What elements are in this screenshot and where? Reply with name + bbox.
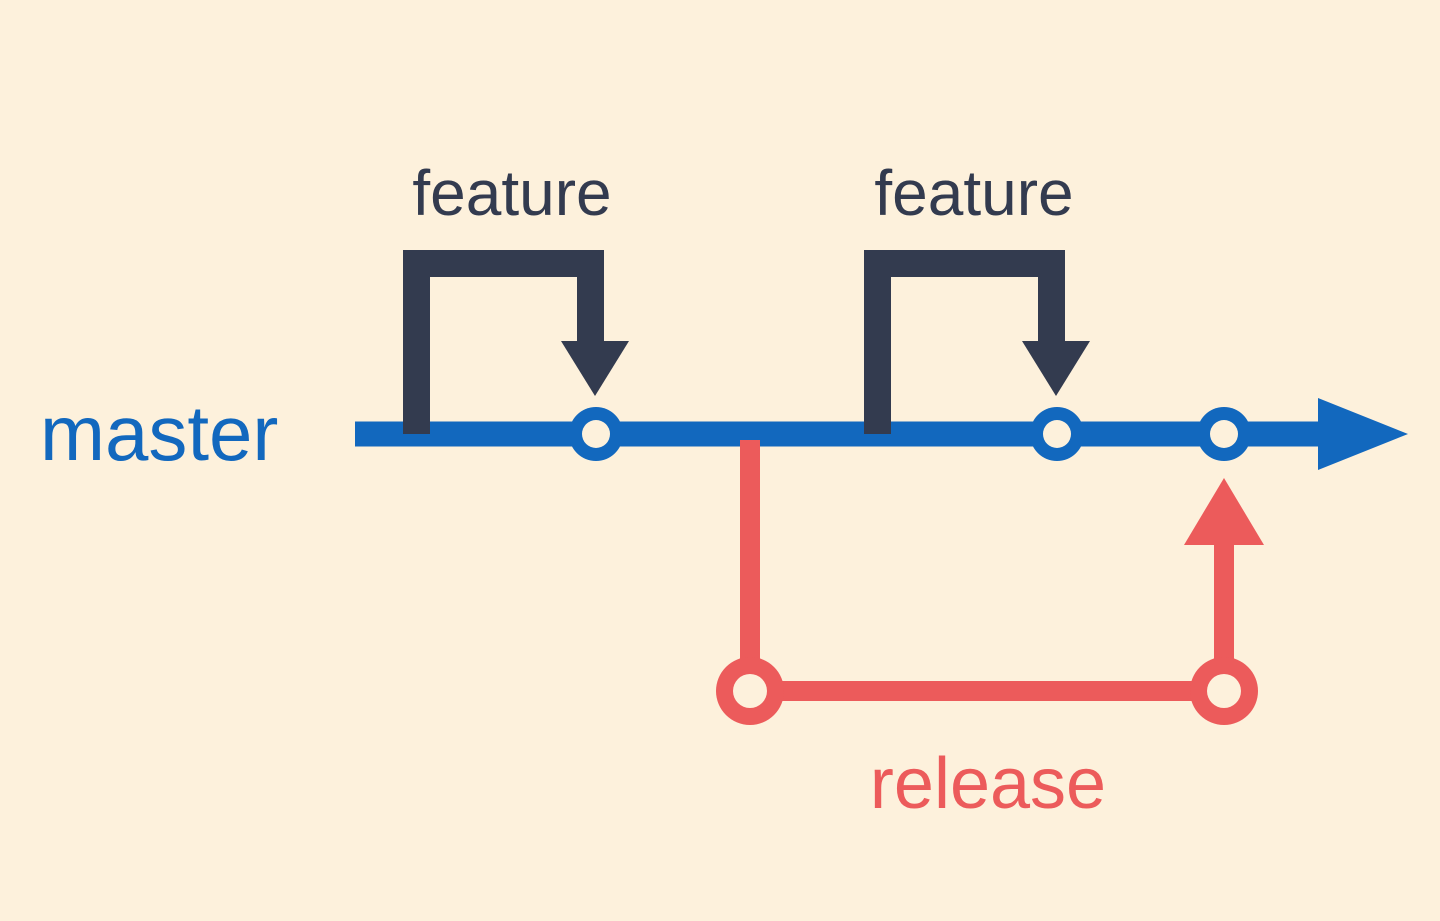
feature-1-merge-arrow bbox=[561, 341, 629, 396]
master-commit-node-3[interactable] bbox=[1197, 407, 1251, 461]
release-line bbox=[750, 681, 1224, 701]
feature-1-descender bbox=[577, 250, 604, 345]
feature-1-top bbox=[403, 250, 604, 277]
release-branch-label: release bbox=[870, 744, 1106, 824]
feature-1-riser bbox=[403, 250, 430, 434]
release-commit-node-2[interactable] bbox=[1190, 657, 1258, 725]
feature-2-riser bbox=[864, 250, 891, 434]
branch-feature-1[interactable] bbox=[403, 250, 629, 434]
release-commit-node-1[interactable] bbox=[716, 657, 784, 725]
branch-feature-2[interactable] bbox=[864, 250, 1090, 434]
feature-2-merge-arrow bbox=[1022, 341, 1090, 396]
branch-release[interactable] bbox=[716, 440, 1264, 725]
feature-1-branch-label: feature bbox=[412, 157, 611, 229]
master-branch-label: master bbox=[40, 389, 278, 477]
feature-2-top bbox=[864, 250, 1065, 277]
release-drop bbox=[740, 440, 760, 691]
release-merge-arrow bbox=[1184, 478, 1264, 545]
feature-2-descender bbox=[1038, 250, 1065, 345]
feature-2-branch-label: feature bbox=[874, 157, 1073, 229]
release-riser bbox=[1214, 540, 1234, 691]
master-commit-node-2[interactable] bbox=[1030, 407, 1084, 461]
master-commit-node-1[interactable] bbox=[569, 407, 623, 461]
